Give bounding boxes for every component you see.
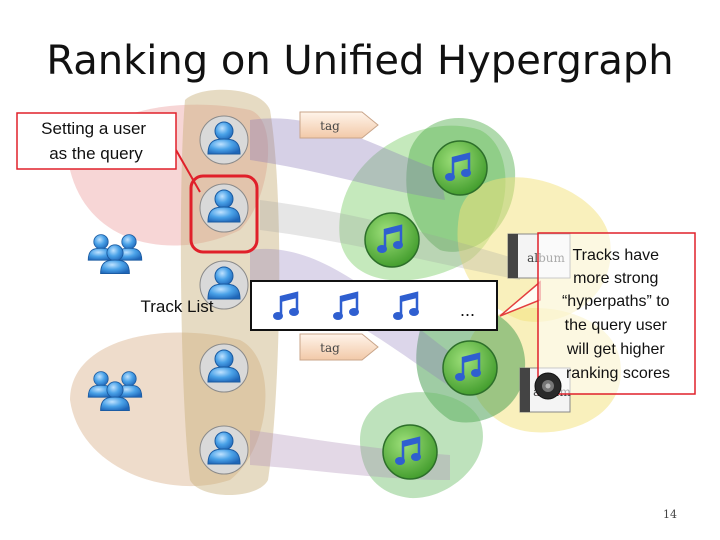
page-number: 14: [663, 508, 677, 521]
callout-hyperpaths-text: Tracks have more strong “hyperpaths” to …: [562, 247, 674, 382]
slide-title: Ranking on Unified Hypergraph: [46, 38, 674, 84]
music-note-orb-1: [432, 140, 488, 196]
callout-pointer-query: [175, 149, 201, 193]
user-group-icon: [87, 234, 143, 275]
tag-text-middle: tag: [320, 341, 340, 355]
speaker-icon: [534, 372, 562, 400]
tag-label-top: tag: [299, 111, 379, 139]
callout-hyperpaths: Tracks have more strong “hyperpaths” to …: [499, 232, 696, 395]
callout-box-query: [16, 112, 177, 170]
callout-hyperpaths-line-1: Tracks have: [573, 247, 660, 264]
track-list-ellipsis: ...: [460, 300, 475, 320]
callout-hyperpaths-line-2: more strong: [573, 270, 658, 287]
tag-label-middle: tag: [299, 333, 379, 361]
user-node-2-query: [199, 183, 249, 233]
user-column: [199, 115, 249, 475]
music-note-orb-3: [442, 340, 498, 396]
callout-query-text: Setting a user as the query: [41, 119, 151, 163]
music-note-orb-4: [382, 424, 438, 480]
tag-text-top: tag: [320, 119, 340, 133]
callout-hyperpaths-line-3: “hyperpaths” to: [562, 293, 670, 310]
callout-box-hyperpaths: [537, 232, 696, 395]
callout-hyperpaths-line-6: ranking scores: [566, 365, 670, 382]
query-user-highlight: [189, 174, 259, 254]
tag-icon: [299, 333, 379, 361]
callout-query-line-1: Setting a user: [41, 119, 146, 138]
music-note-orb-2: [364, 212, 420, 268]
callout-hyperpaths-line-5: will get higher: [566, 341, 666, 358]
track-list-box: ...: [250, 280, 498, 331]
callout-hyperpaths-line-4: the query user: [565, 317, 668, 334]
user-node-5: [199, 425, 249, 475]
tag-icon: [299, 111, 379, 139]
track-list-label: Track List: [140, 297, 213, 316]
callout-query-line-2: as the query: [49, 144, 143, 163]
user-node-4: [199, 343, 249, 393]
user-node-1: [199, 115, 249, 165]
hyperedge-band-purple-top: [250, 118, 445, 200]
user-group-top: [87, 234, 143, 275]
user-node-3: [199, 260, 249, 310]
